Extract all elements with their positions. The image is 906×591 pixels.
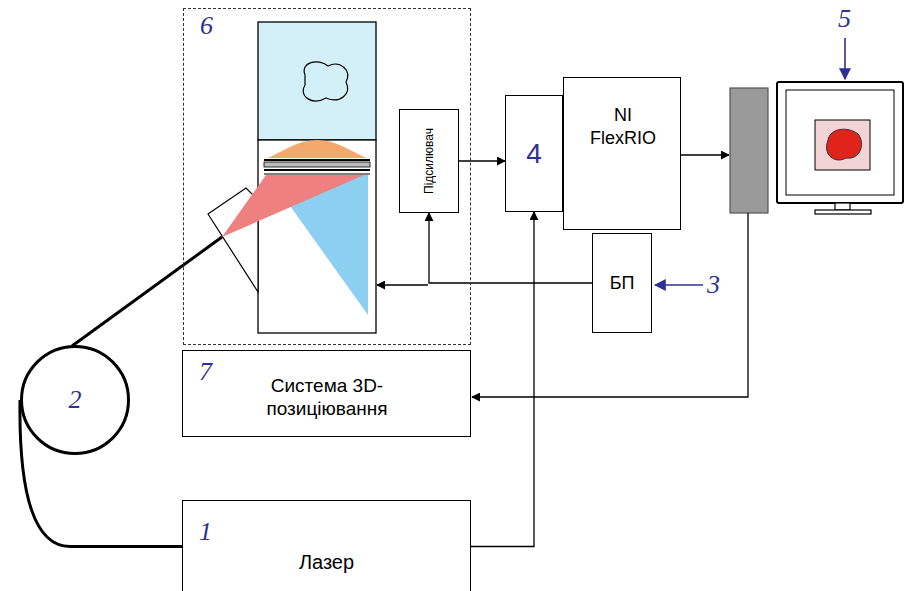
callout-number: 1 (199, 519, 212, 545)
node-label: 2 (23, 387, 127, 413)
callout-number: 7 (199, 359, 212, 385)
power-wire (377, 284, 428, 285)
image-window (815, 120, 870, 170)
optical-fiber (20, 400, 182, 547)
amplifier-box: Підсилювач (399, 109, 459, 213)
medium-region (258, 22, 376, 140)
node-label: 6 (200, 13, 213, 39)
daq-box: NI FlexRIO (563, 77, 681, 230)
control-wire (472, 213, 748, 397)
node-label: БП (593, 274, 651, 292)
monitor-base (815, 210, 871, 214)
monitor-frame (777, 82, 903, 203)
probe-group: 6Підсилювач (183, 8, 471, 345)
object-outline (303, 62, 347, 101)
transducer-layer (264, 169, 370, 171)
callout-number: 5 (838, 6, 851, 32)
transducer-layer (264, 159, 370, 161)
node-label: NI FlexRIO (583, 104, 663, 151)
transducer-layer (264, 174, 370, 175)
signal-wire (459, 160, 505, 161)
data-wire (681, 154, 729, 155)
image-blob (827, 129, 862, 160)
optical-fiber (72, 237, 222, 346)
monitor-neck (835, 203, 850, 210)
callout-arrow (655, 284, 703, 286)
acoustic-lens (268, 140, 366, 158)
probe-body (258, 140, 376, 333)
callout-arrow (844, 38, 846, 79)
callout-number: 3 (707, 272, 720, 298)
adc-box: 4 (505, 95, 563, 212)
fiber-coil: 2 (20, 345, 130, 455)
node-label: Підсилювач (422, 128, 436, 194)
positioning-box: 7Система 3D-позиціювання (182, 350, 471, 437)
signal-wire (471, 212, 534, 547)
computer-unit (730, 88, 768, 213)
laser-beam (222, 175, 364, 237)
node-label: 4 (506, 140, 562, 168)
transducer-layer (264, 162, 370, 167)
laser-box: 1Лазер (182, 500, 471, 591)
node-label: Система 3D-позиціювання (227, 375, 427, 421)
node-label: Лазер (183, 551, 470, 573)
monitor-screen (786, 90, 894, 195)
power-supply-box: БП (592, 233, 652, 333)
